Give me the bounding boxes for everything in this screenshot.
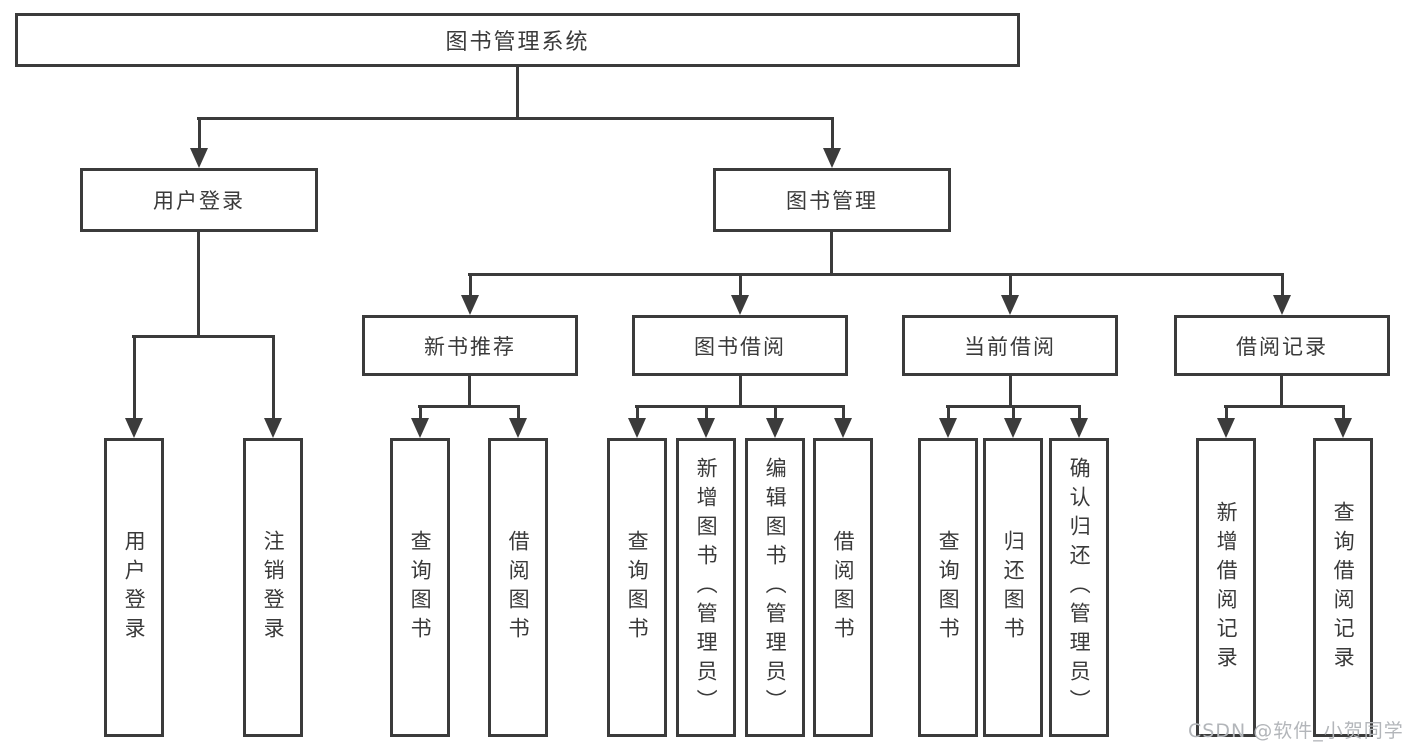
leaf-borrowing-add-books-admin: 新增图书（管理员） xyxy=(676,438,736,737)
node-user-login: 用户登录 xyxy=(80,168,318,232)
connector-line xyxy=(739,376,742,408)
node-root: 图书管理系统 xyxy=(15,13,1020,67)
connector-line xyxy=(197,117,833,120)
connector-line xyxy=(468,273,1284,276)
leaf-borrowing-edit-books-admin: 编辑图书（管理员） xyxy=(745,438,805,737)
connector-line xyxy=(132,335,275,338)
leaf-current-return-books: 归还图书 xyxy=(983,438,1043,737)
csdn-watermark: CSDN @软件_小贺同学 xyxy=(1188,720,1404,742)
connector-line xyxy=(197,232,200,338)
connector-line xyxy=(1280,376,1283,408)
leaf-newbooks-query-books: 查询图书 xyxy=(390,438,450,737)
leaf-newbooks-borrow-books: 借阅图书 xyxy=(488,438,548,737)
connector-line xyxy=(516,67,519,120)
connector-line xyxy=(635,405,845,408)
connector-line xyxy=(1224,405,1345,408)
connector-line xyxy=(1009,376,1012,408)
leaf-borrowing-query-books: 查询图书 xyxy=(607,438,667,737)
leaf-borrowing-borrow-books: 借阅图书 xyxy=(813,438,873,737)
connector-line xyxy=(418,405,520,408)
leaf-user-login: 用户登录 xyxy=(104,438,164,737)
leaf-current-confirm-return-admin: 确认归还（管理员） xyxy=(1049,438,1109,737)
leaf-current-query-books: 查询图书 xyxy=(918,438,978,737)
node-book-management: 图书管理 xyxy=(713,168,951,232)
leaf-logout-login: 注销登录 xyxy=(243,438,303,737)
node-current-borrowing: 当前借阅 xyxy=(902,315,1118,376)
node-book-borrowing: 图书借阅 xyxy=(632,315,848,376)
node-borrow-records: 借阅记录 xyxy=(1174,315,1390,376)
node-new-book-recommend: 新书推荐 xyxy=(362,315,578,376)
connector-line xyxy=(830,232,833,276)
connector-line xyxy=(468,376,471,408)
leaf-records-query-record: 查询借阅记录 xyxy=(1313,438,1373,737)
leaf-records-add-record: 新增借阅记录 xyxy=(1196,438,1256,737)
